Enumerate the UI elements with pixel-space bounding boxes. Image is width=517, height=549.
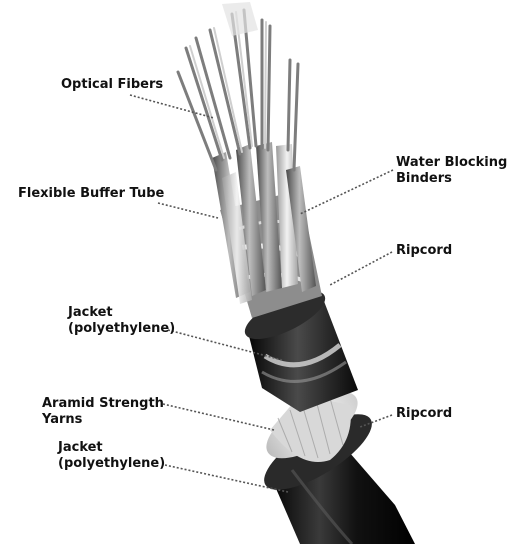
- leader-aramid: [163, 404, 274, 430]
- label-ripcord-upper: Ripcord: [396, 243, 452, 259]
- leader-ripcord-upper: [330, 252, 392, 285]
- label-aramid-line1: Aramid Strength: [42, 396, 164, 412]
- optical-fibers: [178, 2, 298, 170]
- label-jacket-outer-line2: (polyethylene): [58, 456, 165, 472]
- label-aramid-strength-yarns: Aramid Strength Yarns: [42, 396, 164, 428]
- label-ripcord-lower: Ripcord: [396, 406, 452, 422]
- label-water-blocking-binders: Water Blocking Binders: [396, 155, 507, 187]
- label-jacket-inner-line1: Jacket: [68, 305, 175, 321]
- label-water-blocking-line2: Binders: [396, 171, 507, 187]
- leader-water-blocking: [300, 170, 393, 214]
- label-jacket-outer: Jacket (polyethylene): [58, 440, 165, 472]
- label-aramid-line2: Yarns: [42, 412, 164, 428]
- leader-flexible-buffer-tube: [158, 203, 218, 218]
- buffer-tubes: [212, 142, 316, 304]
- label-water-blocking-line1: Water Blocking: [396, 155, 507, 171]
- label-optical-fibers: Optical Fibers: [61, 77, 163, 93]
- label-jacket-inner: Jacket (polyethylene): [68, 305, 175, 337]
- label-jacket-outer-line1: Jacket: [58, 440, 165, 456]
- label-jacket-inner-line2: (polyethylene): [68, 321, 175, 337]
- label-flexible-buffer-tube: Flexible Buffer Tube: [18, 186, 164, 202]
